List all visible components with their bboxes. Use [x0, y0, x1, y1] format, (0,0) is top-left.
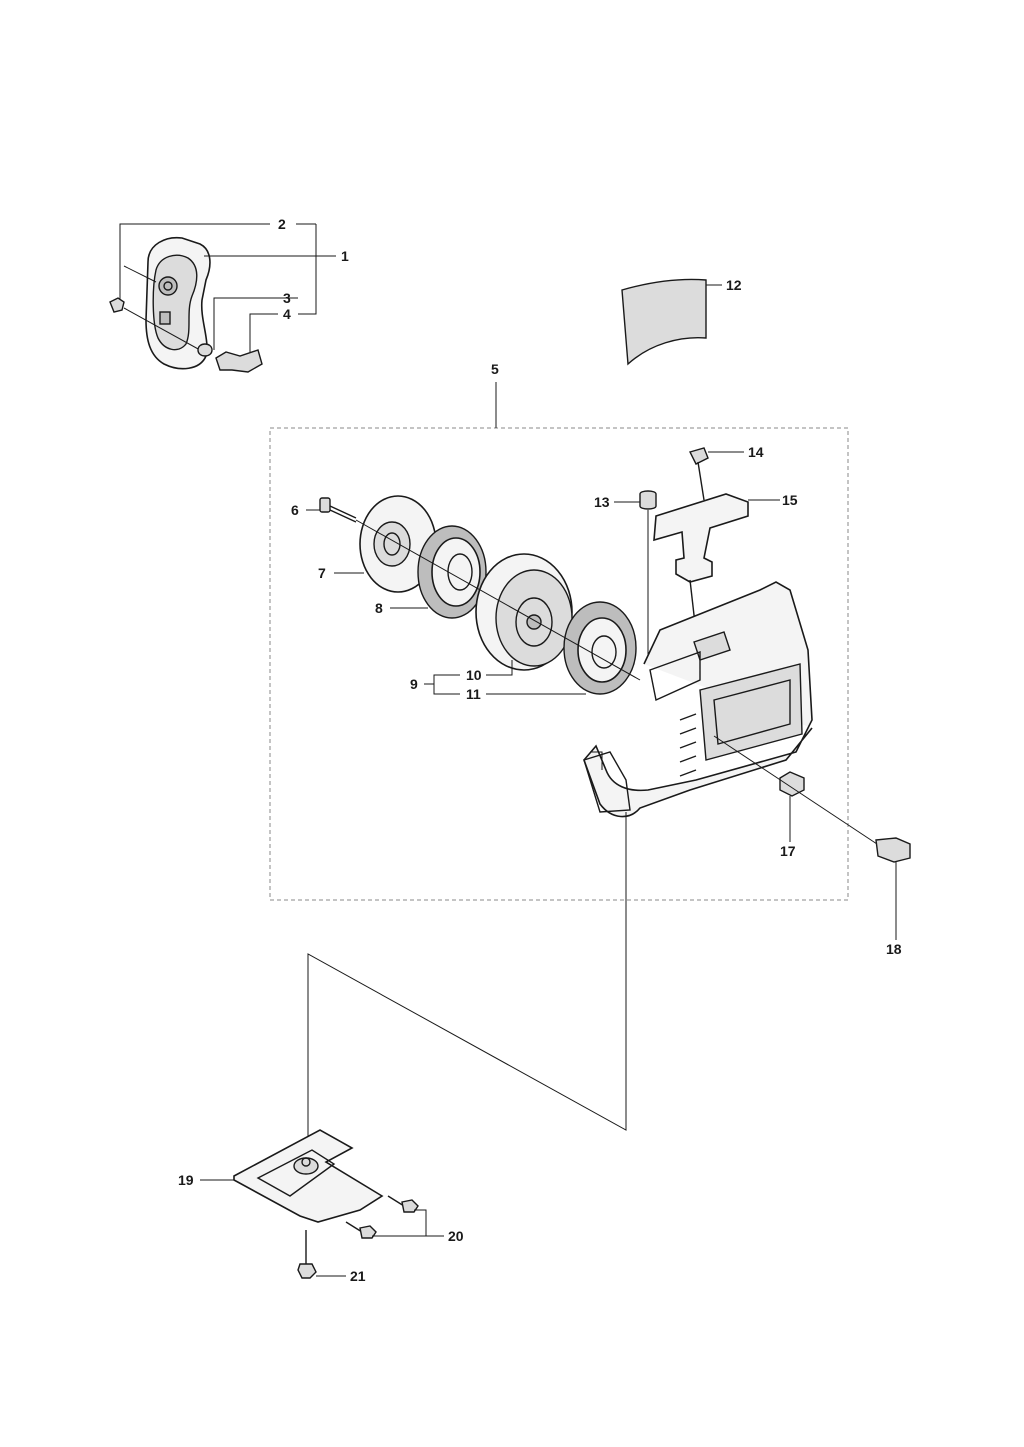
- assembly-group-box: [269, 427, 849, 901]
- callout-15: 15: [782, 492, 798, 508]
- callout-12: 12: [726, 277, 742, 293]
- callout-18: 18: [886, 941, 902, 957]
- callout-6: 6: [291, 502, 299, 518]
- callout-9: 9: [410, 676, 418, 692]
- decal-part: [621, 278, 707, 366]
- callout-4: 4: [283, 306, 291, 322]
- callout-21: 21: [350, 1268, 366, 1284]
- callout-5: 5: [491, 361, 499, 377]
- screws-part-20: [345, 1195, 419, 1239]
- callout-8: 8: [375, 600, 383, 616]
- callout-2: 2: [278, 216, 286, 232]
- cover-assembly: [109, 236, 263, 373]
- callout-labels: 2 1 3 4 12 5 14 13 15 6 7 8 10 9 11 17 1…: [178, 216, 902, 1284]
- bushing-part-13: [639, 490, 657, 660]
- spring-part-11: [563, 601, 637, 695]
- spring-part-8: [417, 525, 487, 619]
- sleeve-part-17: [779, 771, 805, 797]
- callout-14: 14: [748, 444, 764, 460]
- callout-10: 10: [466, 667, 482, 683]
- callout-7: 7: [318, 565, 326, 581]
- callout-3: 3: [283, 290, 291, 306]
- screw-part-18: [713, 735, 911, 863]
- leader-lines: [119, 223, 897, 1277]
- starter-housing: [583, 581, 813, 818]
- callout-13: 13: [594, 494, 610, 510]
- callout-17: 17: [780, 843, 796, 859]
- knob-part-14: [688, 447, 709, 501]
- callout-1: 1: [341, 248, 349, 264]
- callout-20: 20: [448, 1228, 464, 1244]
- bolt-part-6: [319, 497, 357, 523]
- plate-leader-path: [307, 812, 627, 1158]
- assembly-axis: [355, 519, 641, 681]
- callout-11: 11: [466, 686, 481, 702]
- screw-part-21: [297, 1230, 317, 1279]
- pulley-part-10: [475, 553, 573, 671]
- mount-plate-part-19: [233, 1129, 384, 1223]
- callout-19: 19: [178, 1172, 194, 1188]
